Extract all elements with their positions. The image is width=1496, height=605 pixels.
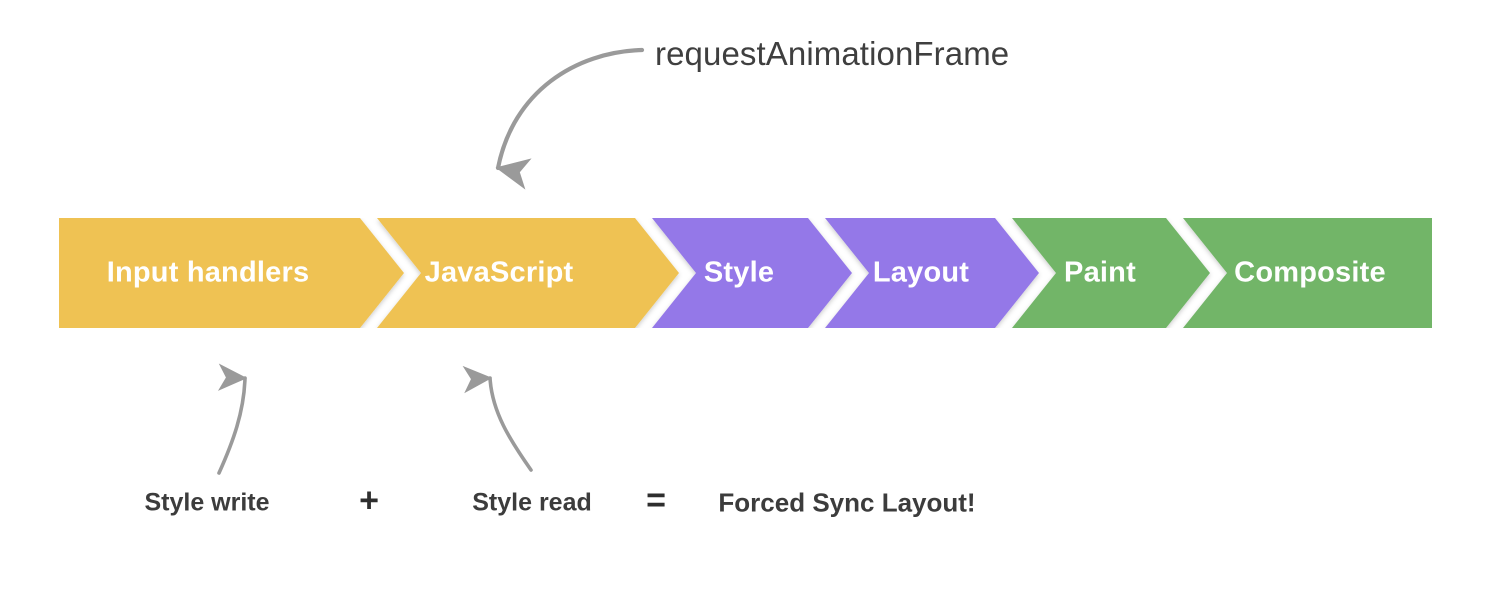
arrow-request-animation-frame [495,47,645,190]
equation-operator-equals: = [646,481,666,520]
segment-input-handlers[interactable] [59,218,404,328]
segment-composite[interactable] [1183,218,1432,328]
segment-style[interactable] [652,218,852,328]
rendering-pipeline-bar: Input handlers JavaScript Style Layout P… [59,218,1432,328]
request-animation-frame-label: requestAnimationFrame [655,35,1010,72]
pipeline-segments [59,218,1432,328]
segment-layout[interactable] [825,218,1039,328]
equation-term-style-read: Style read [472,488,592,517]
segment-paint[interactable] [1012,218,1210,328]
equation-result-forced-sync-layout: Forced Sync Layout! [718,487,976,518]
equation-operator-plus: + [359,481,379,520]
segment-javascript[interactable] [377,218,679,328]
pipeline-chevrons [59,218,1432,328]
equation-term-style-write: Style write [144,488,270,517]
arrow-style-write [217,363,248,475]
arrow-style-read [462,365,533,472]
